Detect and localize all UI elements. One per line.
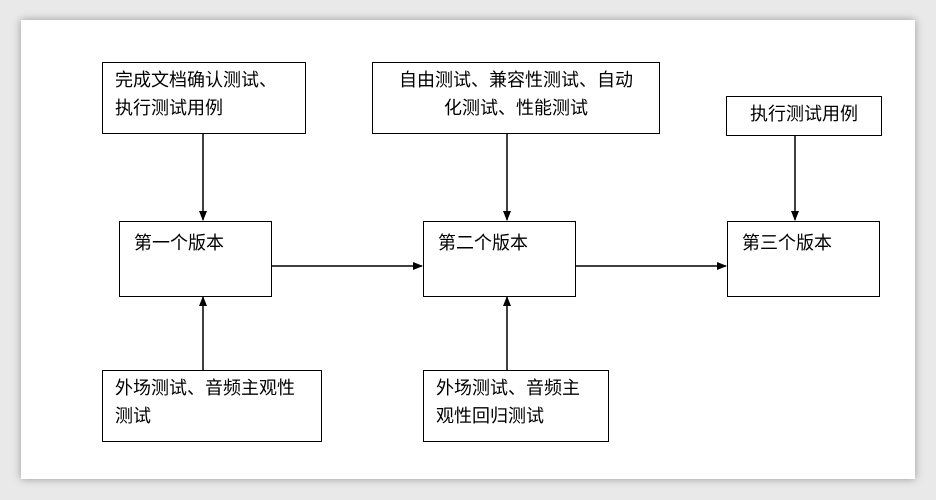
- version-box-3: 第三个版本: [727, 221, 880, 297]
- version-box-2: 第二个版本: [423, 221, 576, 297]
- version-box-1: 第一个版本: [119, 221, 272, 297]
- top-box-3: 执行测试用例: [726, 96, 882, 136]
- top-box-1: 完成文档确认测试、 执行测试用例: [102, 62, 306, 134]
- bottom-box-1: 外场测试、音频主观性 测试: [102, 370, 322, 442]
- top-box-2: 自由测试、兼容性测试、自动 化测试、性能测试: [372, 62, 660, 134]
- bottom-box-2: 外场测试、音频主 观性回归测试: [423, 370, 609, 442]
